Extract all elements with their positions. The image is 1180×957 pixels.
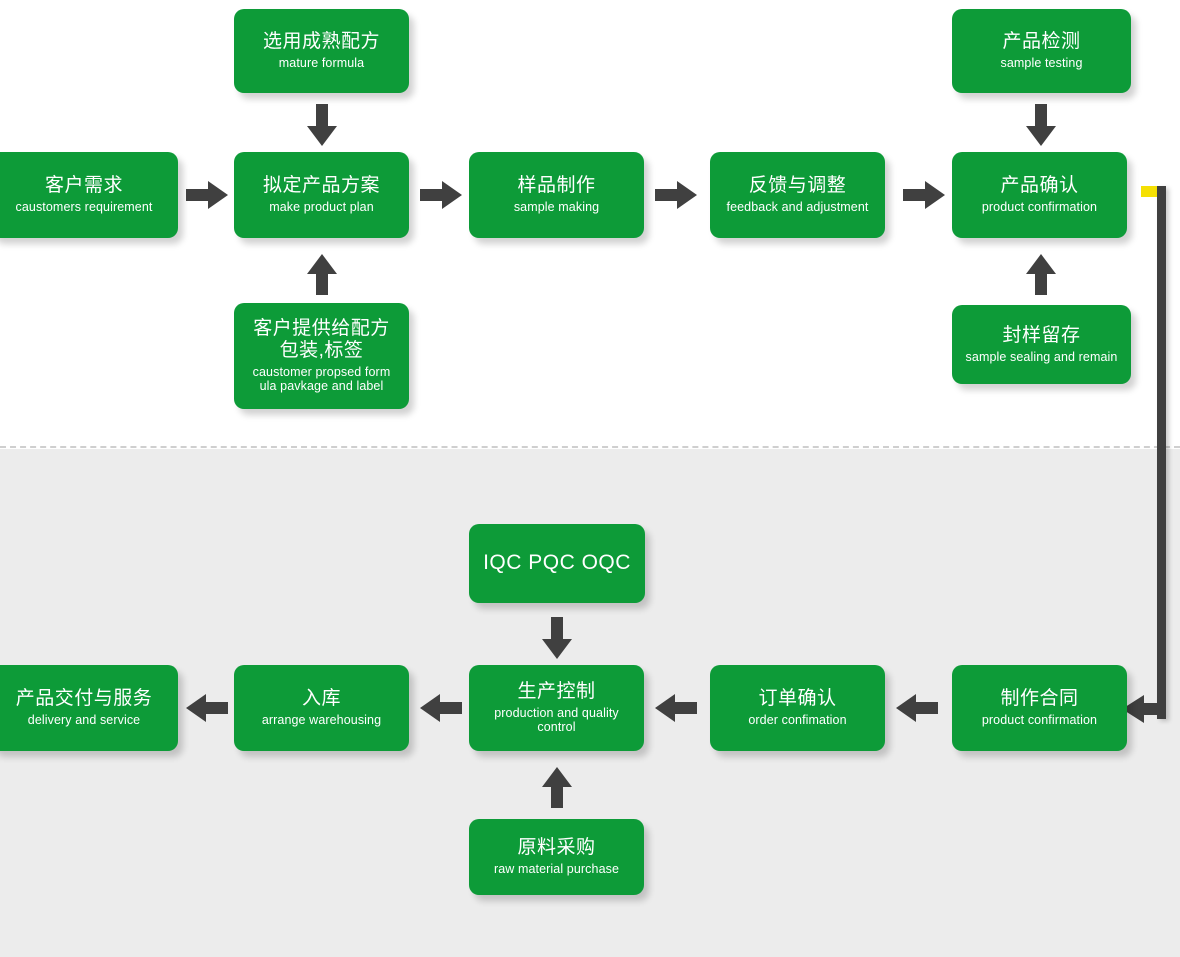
node-warehousing[interactable]: 入库 arrange warehousing xyxy=(234,665,409,751)
loop-vertical-line xyxy=(1157,186,1166,719)
arrow-customer-formula-to-plan xyxy=(305,252,339,296)
arrow-loop-to-make-contract xyxy=(1120,693,1168,730)
node-title-zh: 制作合同 xyxy=(1000,688,1079,710)
node-title-en: delivery and service xyxy=(27,713,141,728)
node-title-zh: 订单确认 xyxy=(758,688,837,710)
node-title-zh: 选用成熟配方 xyxy=(262,31,380,53)
node-title-en: production and quality control xyxy=(494,706,619,735)
node-sample-making[interactable]: 样品制作 sample making xyxy=(469,152,644,238)
arrow-warehousing-to-delivery xyxy=(186,693,230,723)
node-title-en: mature formula xyxy=(278,56,365,71)
phase-divider xyxy=(0,446,1180,448)
node-title-zh: 产品交付与服务 xyxy=(15,688,153,710)
node-sample-testing[interactable]: 产品检测 sample testing xyxy=(952,9,1131,93)
arrow-order-to-production xyxy=(655,693,699,723)
arrow-qc-to-production-control xyxy=(540,617,574,661)
node-title-zh: IQC PQC OQC xyxy=(483,551,631,575)
node-title-en: caustomer propsed form ula pavkage and l… xyxy=(252,364,391,394)
arrow-production-to-warehousing xyxy=(420,693,464,723)
node-title-zh: 客户提供给配方 包装,标签 xyxy=(253,318,390,362)
node-title-zh: 原料采购 xyxy=(517,837,596,859)
arrow-raw-material-to-production xyxy=(540,765,574,809)
node-raw-material[interactable]: 原料采购 raw material purchase xyxy=(469,819,644,895)
arrow-mature-formula-to-plan xyxy=(305,104,339,148)
node-sample-sealing[interactable]: 封样留存 sample sealing and remain xyxy=(952,305,1131,384)
node-delivery-service[interactable]: 产品交付与服务 delivery and service xyxy=(0,665,178,751)
node-product-confirmation[interactable]: 产品确认 product confirmation xyxy=(952,152,1127,238)
arrow-testing-to-confirmation xyxy=(1024,104,1058,148)
node-title-en: make product plan xyxy=(269,200,374,215)
node-order-confirmation[interactable]: 订单确认 order confimation xyxy=(710,665,885,751)
node-title-en: order confimation xyxy=(748,713,847,728)
arrow-plan-to-sample-making xyxy=(420,180,464,210)
node-qc-stages[interactable]: IQC PQC OQC xyxy=(469,524,645,603)
node-title-en: feedback and adjustment xyxy=(726,200,869,215)
node-make-product-plan[interactable]: 拟定产品方案 make product plan xyxy=(234,152,409,238)
node-title-en: raw material purchase xyxy=(493,862,620,877)
node-title-zh: 封样留存 xyxy=(1002,324,1081,346)
node-title-zh: 生产控制 xyxy=(517,681,596,703)
node-production-control[interactable]: 生产控制 production and quality control xyxy=(469,665,644,751)
node-title-zh: 拟定产品方案 xyxy=(262,175,380,197)
arrow-sealing-to-confirmation xyxy=(1024,252,1058,296)
node-customer-formula[interactable]: 客户提供给配方 包装,标签 caustomer propsed form ula… xyxy=(234,303,409,409)
node-title-en: sample testing xyxy=(1000,56,1083,71)
node-title-zh: 产品检测 xyxy=(1002,31,1081,53)
node-mature-formula[interactable]: 选用成熟配方 mature formula xyxy=(234,9,409,93)
node-title-en: caustomers requirement xyxy=(15,200,153,215)
node-title-zh: 客户需求 xyxy=(44,175,123,197)
node-title-en: sample sealing and remain xyxy=(965,349,1118,364)
node-title-zh: 入库 xyxy=(301,688,341,710)
node-title-en: product confirmation xyxy=(981,713,1098,728)
node-make-contract[interactable]: 制作合同 product confirmation xyxy=(952,665,1127,751)
arrow-feedback-to-confirmation xyxy=(903,180,947,210)
node-title-en: sample making xyxy=(513,200,600,215)
node-title-zh: 样品制作 xyxy=(517,175,596,197)
arrow-requirement-to-plan xyxy=(186,180,230,210)
loop-highlight-segment xyxy=(1141,186,1161,197)
node-title-en: product confirmation xyxy=(981,200,1098,215)
node-customer-requirement[interactable]: 客户需求 caustomers requirement xyxy=(0,152,178,238)
arrow-contract-to-order xyxy=(896,693,940,723)
node-title-en: arrange warehousing xyxy=(261,713,382,728)
node-title-zh: 反馈与调整 xyxy=(748,175,847,197)
node-feedback-adjustment[interactable]: 反馈与调整 feedback and adjustment xyxy=(710,152,885,238)
node-title-zh: 产品确认 xyxy=(1000,175,1079,197)
arrow-sample-making-to-feedback xyxy=(655,180,699,210)
